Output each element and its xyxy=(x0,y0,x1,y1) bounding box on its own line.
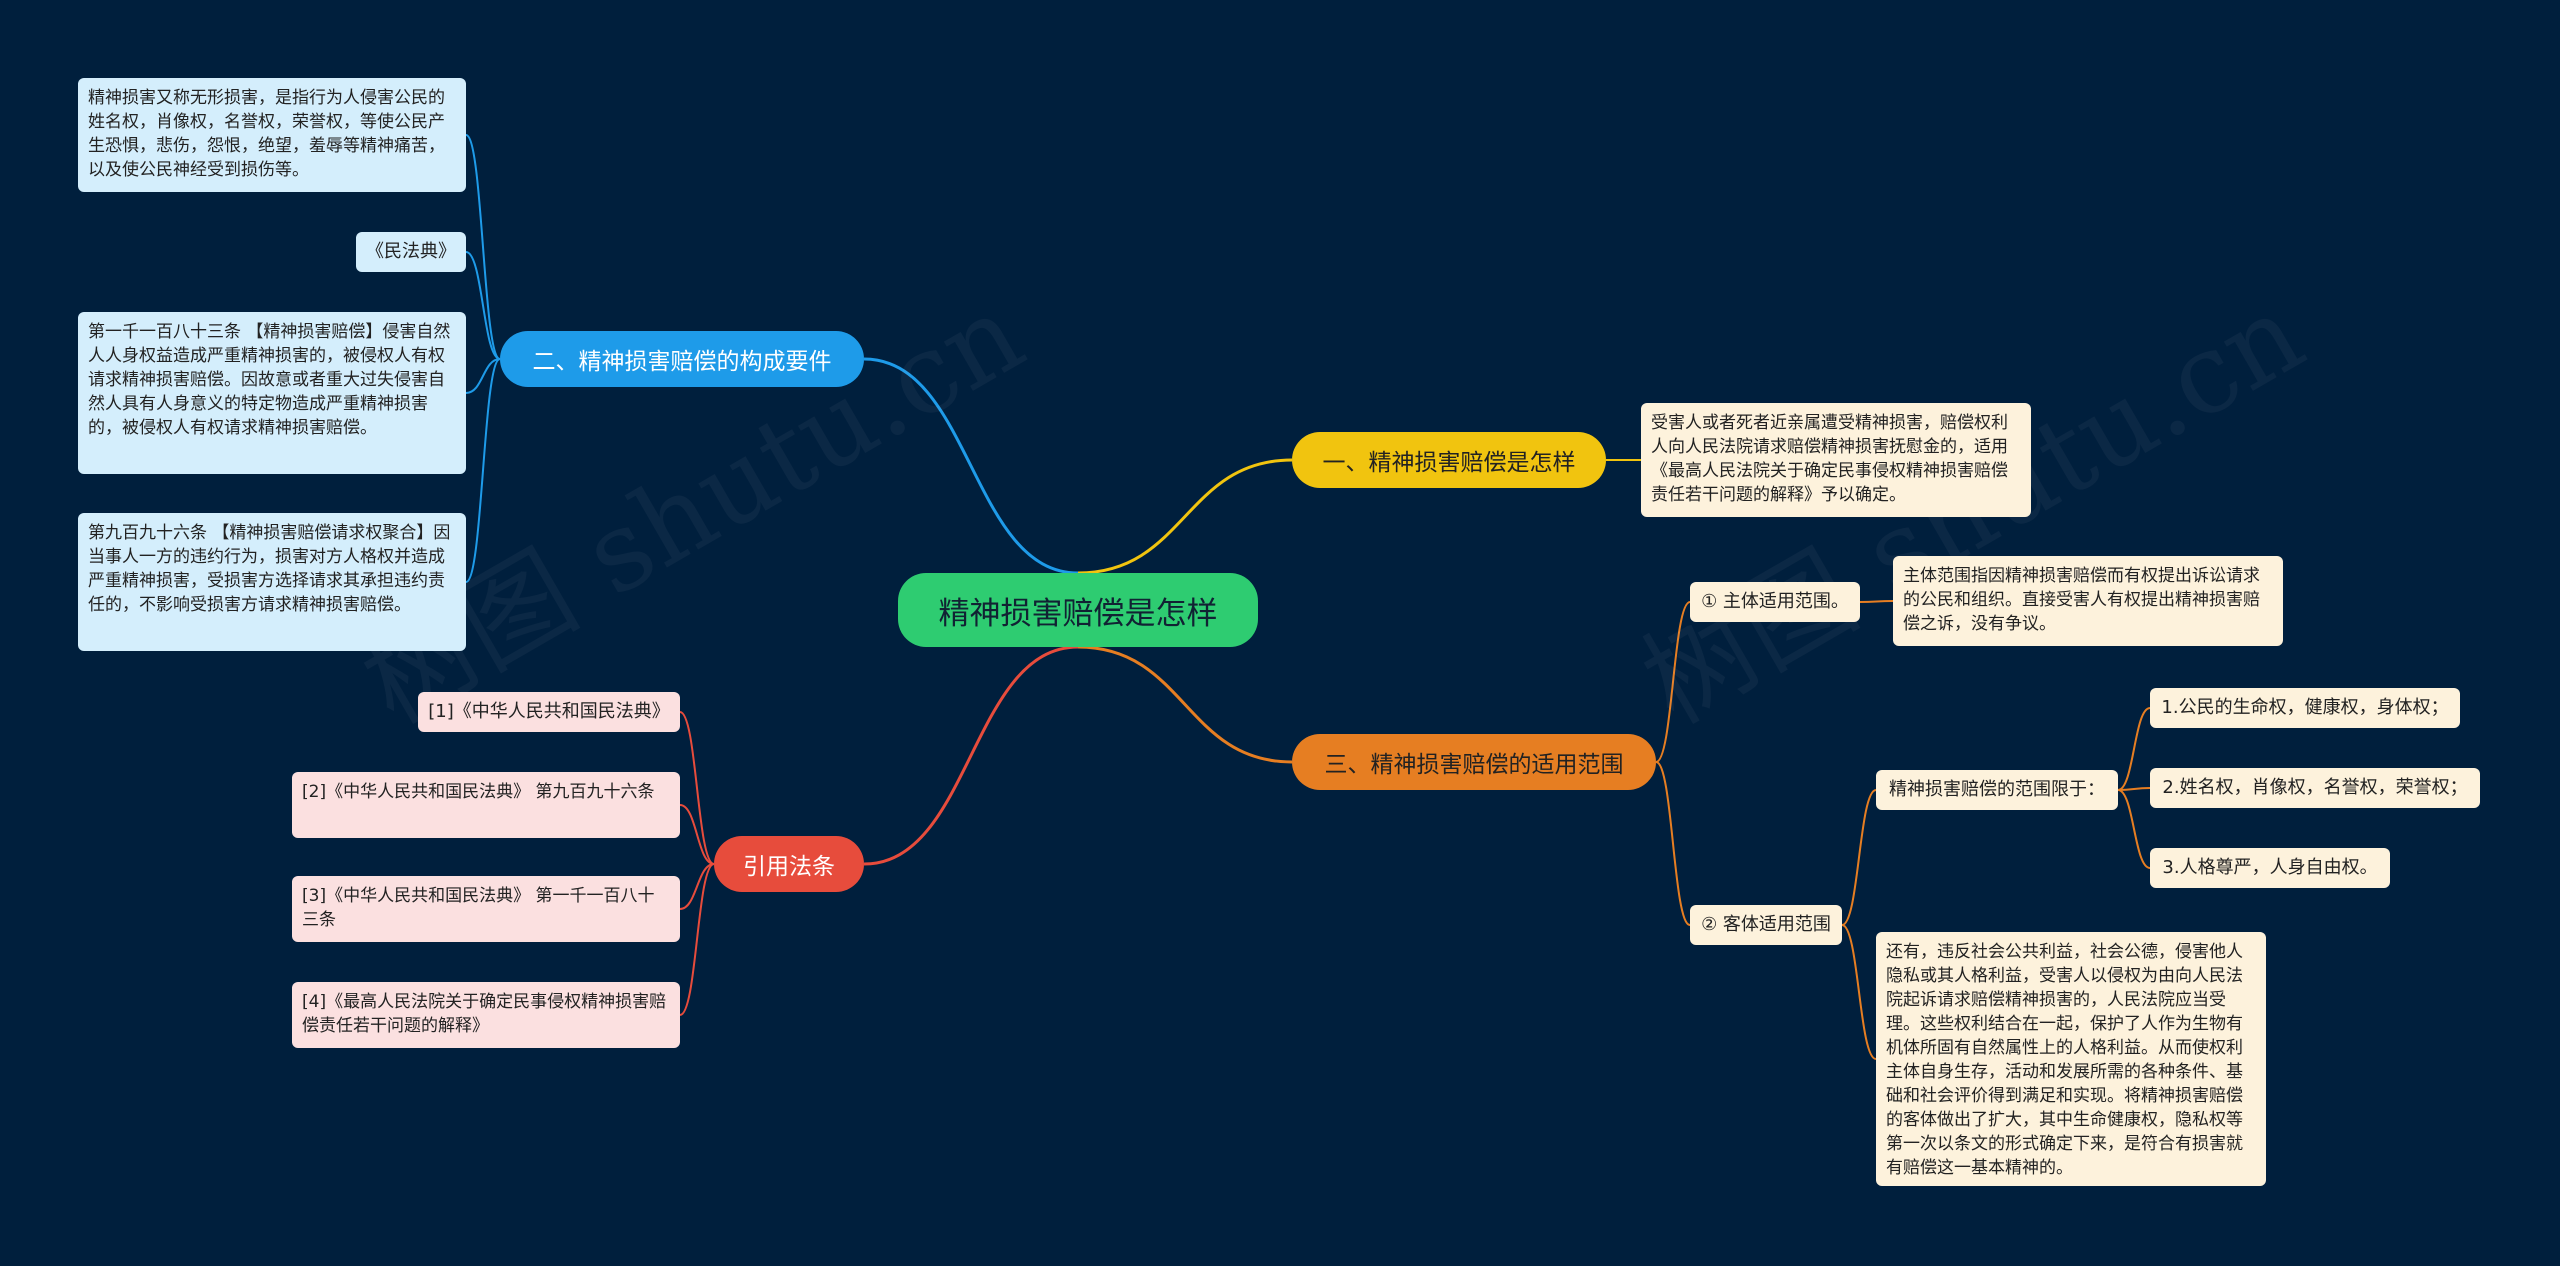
requirement-item: 第一千一百八十三条 【精神损害赔偿】侵害自然人人身权益造成严重精神损害的，被侵权… xyxy=(78,312,466,474)
connector-line xyxy=(1841,789,1877,926)
subject-scope-note: 主体范围指因精神损害赔偿而有权提出诉讼请求的公民和组织。直接受害人有权提出精神损… xyxy=(1893,556,2283,646)
branch-definition[interactable]: 一、精神损害赔偿是怎样 xyxy=(1292,432,1606,488)
branch-scope[interactable]: 三、精神损害赔偿的适用范围 xyxy=(1292,734,1656,790)
object-scope-note: 还有，违反社会公共利益，社会公德，侵害他人隐私或其人格利益，受害人以侵权为由向人… xyxy=(1876,932,2266,1186)
citation-item[interactable]: [1]《中华人民共和国民法典》 xyxy=(418,692,680,732)
connector-line xyxy=(465,358,501,394)
connector-line xyxy=(1655,761,1691,926)
connector-line xyxy=(863,357,1079,575)
subject-scope[interactable]: ① 主体适用范围。 xyxy=(1690,582,1860,622)
citation-item[interactable]: [3]《中华人民共和国民法典》 第一千一百八十三条 xyxy=(292,876,680,942)
object-scope-limit[interactable]: 精神损害赔偿的范围限于： xyxy=(1876,770,2118,810)
requirement-item: 第九百九十六条 【精神损害赔偿请求权聚合】因当事人一方的违约行为，损害对方人格权… xyxy=(78,513,466,651)
branch-citations[interactable]: 引用法条 xyxy=(714,836,864,892)
connector-line xyxy=(1859,600,1894,603)
requirement-item: 精神损害又称无形损害，是指行为人侵害公民的姓名权，肖像权，名誉权，荣誉权，等使公… xyxy=(78,78,466,192)
connector-line xyxy=(679,804,715,865)
connector-line xyxy=(2117,789,2151,869)
definition-note: 受害人或者死者近亲属遭受精神损害，赔偿权利人向人民法院请求赔偿精神损害抚慰金的，… xyxy=(1641,403,2031,517)
connector-line xyxy=(2117,707,2151,791)
connector-line xyxy=(679,863,715,910)
connector-line xyxy=(679,863,715,1016)
citation-item[interactable]: [2]《中华人民共和国民法典》 第九百九十六条 xyxy=(292,772,680,838)
object-right-item: 3.人格尊严，人身自由权。 xyxy=(2150,848,2390,888)
connector-line xyxy=(863,645,1079,866)
connector-line xyxy=(465,251,501,360)
branch-requirements[interactable]: 二、精神损害赔偿的构成要件 xyxy=(500,331,864,387)
object-scope[interactable]: ② 客体适用范围 xyxy=(1690,905,1842,945)
connector-line xyxy=(679,711,715,865)
connector-line xyxy=(1077,458,1293,575)
requirement-item: 《民法典》 xyxy=(356,232,466,272)
connector-line xyxy=(2117,787,2151,791)
object-right-item: 2.姓名权，肖像权，名誉权，荣誉权； xyxy=(2150,768,2480,808)
connector-line xyxy=(1841,924,1877,1060)
object-right-item: 1.公民的生命权，健康权，身体权； xyxy=(2150,688,2460,728)
citation-item[interactable]: [4]《最高人民法院关于确定民事侵权精神损害赔偿责任若干问题的解释》 xyxy=(292,982,680,1048)
connector-line xyxy=(1077,645,1293,764)
connector-line xyxy=(1655,601,1691,763)
connector-line xyxy=(465,358,501,583)
root-topic[interactable]: 精神损害赔偿是怎样 xyxy=(898,573,1258,647)
connector-line xyxy=(465,134,501,360)
